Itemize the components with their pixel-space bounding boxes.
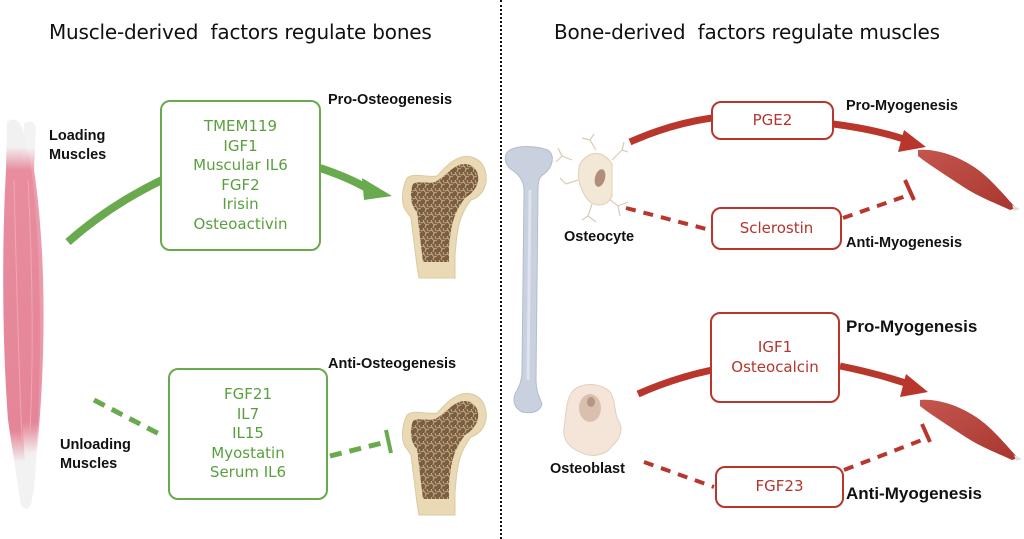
pro-osteogenesis-label: Pro-Osteogenesis [328, 92, 453, 108]
unloading-label-line1: Unloading [60, 437, 131, 453]
loading-label-line1: Loading [49, 128, 106, 144]
factor-item: Myostatin [211, 443, 285, 462]
osteocyte-anti-inhibitor [625, 179, 916, 232]
panel-divider [500, 0, 502, 539]
anti-osteogenesis-inhibitor [92, 397, 393, 459]
muscle-icon [920, 399, 1022, 461]
osteoblast-icon [563, 384, 622, 456]
factor-item: IGF1 [223, 136, 258, 155]
femur-icon [402, 393, 487, 516]
osteoblast-anti-myogenesis-label: Anti-Myogenesis [846, 484, 983, 503]
factor-item: FGF2 [221, 175, 260, 194]
osteocyte-icon [555, 133, 629, 223]
factor-item: FGF21 [224, 385, 272, 404]
osteocyte-label: Osteocyte [564, 229, 635, 245]
factor-item: PGE2 [752, 110, 793, 129]
bone-icon [504, 146, 553, 414]
pro-osteogenesis-arrow [65, 164, 392, 246]
factor-item: Osteocalcin [731, 357, 819, 376]
unloading-muscles-label: Unloading Muscles [60, 436, 131, 474]
right-panel-title: Bone-derived factors regulate muscles [554, 20, 940, 44]
osteoblast-anti-inhibitor [643, 423, 932, 489]
osteoblast-anti-factors-box: FGF23 [715, 466, 844, 508]
osteoblast-pro-myogenesis-label: Pro-Myogenesis [846, 317, 978, 336]
unloading-label-line2: Muscles [60, 456, 118, 472]
factor-item: Serum IL6 [209, 463, 287, 482]
muscle-icon [918, 149, 1020, 211]
loading-muscles-label: Loading Muscles [49, 127, 106, 165]
factor-item: Muscular IL6 [193, 156, 288, 174]
factor-item: IGF1 [757, 338, 793, 356]
osteocyte-pro-factors-box: PGE2 [711, 101, 834, 140]
left-panel-title: Muscle-derived factors regulate bones [49, 20, 432, 44]
factor-item: Osteoactivin [193, 214, 288, 233]
osteocyte-anti-factors-box: Sclerostin [711, 207, 842, 250]
osteoblast-pro-arrow [636, 362, 928, 398]
osteocyte-pro-arrow [628, 114, 926, 152]
factor-item: FGF23 [755, 477, 804, 496]
muscle-icon [3, 119, 44, 510]
osteocyte-anti-myogenesis-label: Anti-Myogenesis [846, 235, 963, 251]
pro-osteogenesis-factors-box: TMEM119 IGF1 Muscular IL6 FGF2 Irisin Os… [160, 100, 321, 251]
factor-item: Irisin [222, 195, 259, 213]
factor-item: Sclerostin [739, 218, 814, 237]
osteoblast-label: Osteoblast [550, 461, 625, 477]
osteoblast-pro-factors-box: IGF1 Osteocalcin [710, 312, 840, 403]
factor-item: IL15 [232, 424, 264, 443]
factor-item: TMEM119 [203, 117, 278, 135]
anti-osteogenesis-factors-box: FGF21 IL7 IL15 Myostatin Serum IL6 [168, 368, 328, 500]
factor-item: IL7 [236, 404, 260, 423]
osteocyte-pro-myogenesis-label: Pro-Myogenesis [846, 98, 958, 114]
loading-label-line2: Muscles [49, 147, 107, 163]
femur-icon [402, 156, 487, 279]
anti-osteogenesis-label: Anti-Osteogenesis [328, 356, 457, 372]
